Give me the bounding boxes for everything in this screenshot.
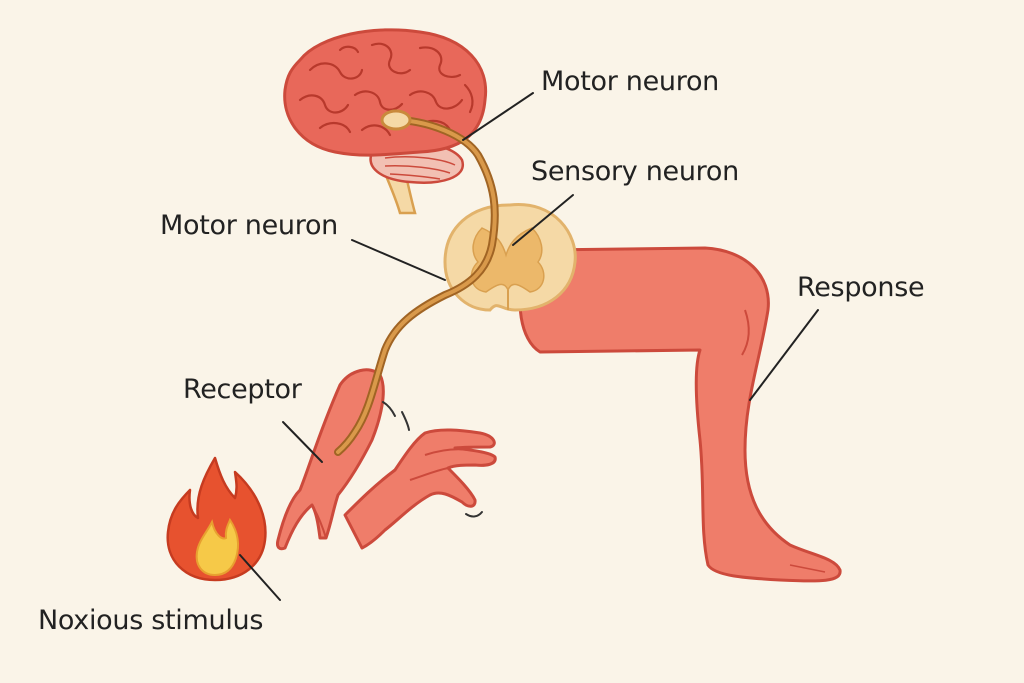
leg — [518, 246, 842, 583]
label-sensory-neuron: Sensory neuron — [531, 156, 739, 187]
label-receptor: Receptor — [183, 374, 302, 405]
leader-lines — [239, 92, 819, 601]
leader-motor-neuron-mid — [351, 239, 446, 281]
flame-icon — [166, 456, 267, 582]
leader-noxious-stimulus — [239, 554, 281, 601]
nerve-fiber — [334, 109, 499, 456]
withdrawing-hand — [343, 401, 497, 550]
spinal-cord — [443, 203, 577, 312]
label-response: Response — [797, 272, 925, 303]
leader-receptor — [282, 421, 323, 463]
leader-response — [749, 309, 819, 401]
arm — [276, 368, 385, 551]
leader-sensory-neuron — [512, 194, 574, 246]
label-motor-neuron-mid: Motor neuron — [160, 210, 338, 241]
leader-motor-neuron-top — [462, 92, 534, 141]
label-motor-neuron-top: Motor neuron — [541, 66, 719, 97]
label-noxious-stimulus: Noxious stimulus — [38, 605, 264, 636]
